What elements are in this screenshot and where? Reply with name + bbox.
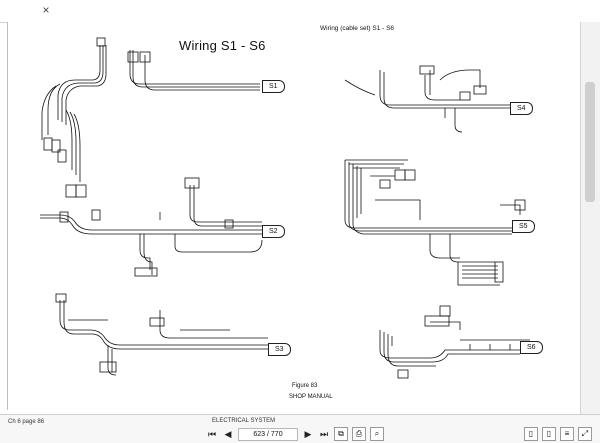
harness-s1 <box>41 37 260 198</box>
page-ref: Ch 6 page 86 <box>8 419 45 425</box>
page-subtitle: Wiring (cable set) S1 - S6 <box>320 25 395 32</box>
figure-caption: Figure 83 <box>292 383 318 389</box>
scroll-thumb[interactable] <box>585 82 595 202</box>
connector-label-s4: S4 <box>510 102 533 115</box>
chapter-name: ELECTRICAL SYSTEM <box>212 418 276 424</box>
two-page-icon[interactable]: ▯ <box>542 427 556 441</box>
viewer-footer: Ch 6 page 86 ELECTRICAL SYSTEM ⏮ ◀ 623 /… <box>0 414 600 443</box>
copy-icon[interactable]: ⧉ <box>334 427 348 441</box>
harness-s2 <box>40 177 263 277</box>
harness-s6 <box>379 305 530 379</box>
harness-s3 <box>55 293 268 376</box>
close-icon[interactable]: × <box>42 3 50 17</box>
print-icon[interactable]: ⎙ <box>352 427 366 441</box>
connector-label-s3: S3 <box>268 343 291 356</box>
connector-label-s5: S5 <box>512 220 535 233</box>
fit-icon[interactable]: ⤢ <box>578 427 592 441</box>
search-icon[interactable]: ⌕ <box>370 427 384 441</box>
prev-page-icon[interactable]: ◀ <box>224 429 232 439</box>
continuous-icon[interactable]: ≡ <box>560 427 574 441</box>
page-title: Wiring S1 - S6 <box>179 38 266 53</box>
manual-title: SHOP MANUAL <box>289 394 333 400</box>
page-navigation: ⏮ ◀ 623 / 770 ▶ ⏭ ⧉ ⎙ ⌕ <box>206 427 384 441</box>
harness-s5 <box>344 159 526 286</box>
single-page-icon[interactable]: ▯ <box>524 427 538 441</box>
last-page-icon[interactable]: ⏭ <box>319 429 329 439</box>
connector-label-s2: S2 <box>262 225 285 238</box>
connector-label-s6: S6 <box>520 341 543 354</box>
document-page <box>7 22 581 410</box>
connector-label-s1: S1 <box>262 80 285 93</box>
page-number-input[interactable]: 623 / 770 <box>238 427 298 441</box>
next-page-icon[interactable]: ▶ <box>304 429 312 439</box>
first-page-icon[interactable]: ⏮ <box>207 429 217 439</box>
vertical-scrollbar[interactable] <box>580 22 600 414</box>
view-tools: ▯ ▯ ≡ ⤢ <box>524 427 592 441</box>
harness-s4 <box>344 65 510 133</box>
